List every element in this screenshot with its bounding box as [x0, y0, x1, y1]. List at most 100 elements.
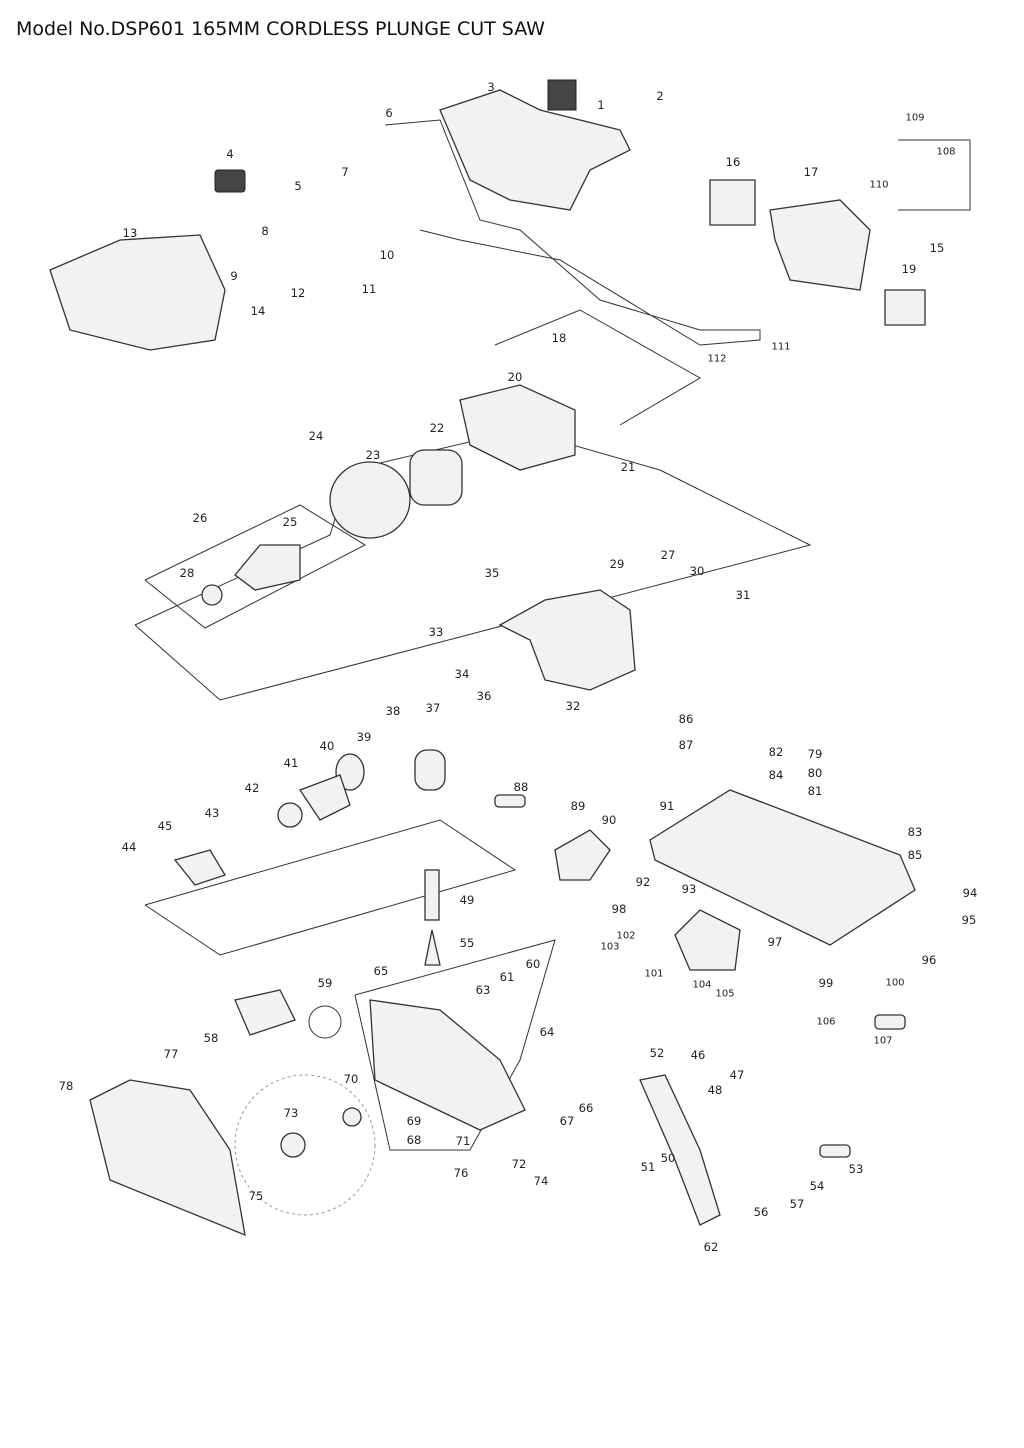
part-number-label: 33 — [428, 625, 444, 639]
part-number-label: 65 — [373, 964, 389, 978]
part-number-label: 95 — [961, 913, 977, 927]
part-23-baffle-plate — [329, 461, 411, 539]
part-number-label: 89 — [570, 799, 586, 813]
part-number-label: 99 — [818, 976, 834, 990]
part-59-ring — [308, 1005, 342, 1039]
part-number-label: 104 — [692, 979, 712, 991]
part-42-bearing — [277, 802, 303, 828]
part-number-label: 67 — [559, 1114, 575, 1128]
part-number-label: 17 — [803, 165, 819, 179]
part-number-label: 93 — [681, 882, 697, 896]
part-number-label: 2 — [656, 89, 664, 103]
part-number-label: 98 — [611, 902, 627, 916]
part-number-label: 83 — [907, 825, 923, 839]
group-outline-45 — [144, 819, 517, 956]
part-number-label: 62 — [703, 1240, 719, 1254]
part-number-label: 7 — [341, 165, 349, 179]
part-number-label: 9 — [230, 269, 238, 283]
part-number-label: 73 — [283, 1106, 299, 1120]
part-number-label: 37 — [425, 701, 441, 715]
part-number-label: 105 — [715, 988, 735, 1000]
part-91-base — [649, 789, 916, 946]
part-26-rotor — [234, 544, 301, 591]
part-number-label: 57 — [789, 1197, 805, 1211]
part-number-label: 68 — [406, 1133, 422, 1147]
part-52-scale — [639, 1074, 721, 1226]
part-number-label: 59 — [317, 976, 333, 990]
part-number-label: 81 — [807, 784, 823, 798]
part-number-label: 110 — [869, 179, 889, 191]
part-number-label: 107 — [873, 1035, 893, 1047]
part-number-label: 88 — [513, 780, 529, 794]
part-4-switch-button — [214, 169, 246, 193]
part-number-label: 70 — [343, 1072, 359, 1086]
part-number-label: 87 — [678, 738, 694, 752]
part-number-label: 97 — [767, 935, 783, 949]
part-number-label: 5 — [294, 179, 302, 193]
part-3-housing-cover — [439, 89, 631, 211]
part-number-label: 8 — [261, 224, 269, 238]
part-70-flange — [342, 1107, 362, 1127]
part-number-label: 78 — [58, 1079, 74, 1093]
part-number-label: 92 — [635, 875, 651, 889]
part-45-plate — [173, 849, 226, 886]
part-number-label: 46 — [690, 1048, 706, 1062]
part-number-label: 85 — [907, 848, 923, 862]
part-number-label: 63 — [475, 983, 491, 997]
part-17-battery-holder — [769, 199, 871, 291]
part-number-label: 43 — [204, 806, 220, 820]
part-65-safety-cover — [369, 999, 526, 1131]
part-number-label: 14 — [250, 304, 266, 318]
part-number-label: 42 — [244, 781, 260, 795]
part-107-knob — [874, 1014, 906, 1030]
part-number-label: 111 — [771, 341, 791, 353]
part-38-gear — [414, 749, 446, 791]
part-number-label: 54 — [809, 1179, 825, 1193]
part-number-label: 21 — [620, 460, 636, 474]
part-number-label: 80 — [807, 766, 823, 780]
part-13-handle-housing — [49, 234, 226, 351]
part-number-label: 27 — [660, 548, 676, 562]
group-outline-26 — [144, 504, 367, 629]
part-number-label: 12 — [290, 286, 306, 300]
part-41-bearing-box — [299, 774, 351, 821]
part-number-label: 55 — [459, 936, 475, 950]
part-number-label: 71 — [455, 1134, 471, 1148]
part-number-label: 106 — [816, 1016, 836, 1028]
part-number-label: 47 — [729, 1068, 745, 1082]
part-number-label: 109 — [905, 112, 925, 124]
part-number-label: 79 — [807, 747, 823, 761]
part-number-label: 24 — [308, 429, 324, 443]
part-number-label: 25 — [282, 515, 298, 529]
part-32-gear-housing — [498, 589, 636, 691]
part-number-label: 52 — [649, 1046, 665, 1060]
part-19-terminal — [884, 289, 926, 326]
part-20-motor-housing — [459, 384, 576, 471]
part-number-label: 103 — [600, 941, 620, 953]
part-number-label: 91 — [659, 799, 675, 813]
part-number-label: 22 — [429, 421, 445, 435]
part-number-label: 48 — [707, 1083, 723, 1097]
part-53-knob — [819, 1144, 851, 1158]
part-number-label: 26 — [192, 511, 208, 525]
part-number-label: 32 — [565, 699, 581, 713]
part-number-label: 6 — [385, 106, 393, 120]
part-number-label: 23 — [365, 448, 381, 462]
part-1-label-plate — [547, 79, 577, 111]
part-number-label: 64 — [539, 1025, 555, 1039]
part-101-guide — [674, 909, 741, 971]
part-number-label: 38 — [385, 704, 401, 718]
part-number-label: 3 — [487, 80, 495, 94]
part-number-label: 53 — [848, 1162, 864, 1176]
part-number-label: 10 — [379, 248, 395, 262]
part-number-label: 30 — [689, 564, 705, 578]
part-number-label: 66 — [578, 1101, 594, 1115]
part-number-label: 76 — [453, 1166, 469, 1180]
part-number-label: 102 — [616, 930, 636, 942]
part-number-label: 40 — [319, 739, 335, 753]
part-22-stator — [409, 449, 463, 506]
part-number-label: 1 — [597, 98, 605, 112]
group-outline-18 — [494, 309, 702, 426]
part-number-label: 74 — [533, 1174, 549, 1188]
